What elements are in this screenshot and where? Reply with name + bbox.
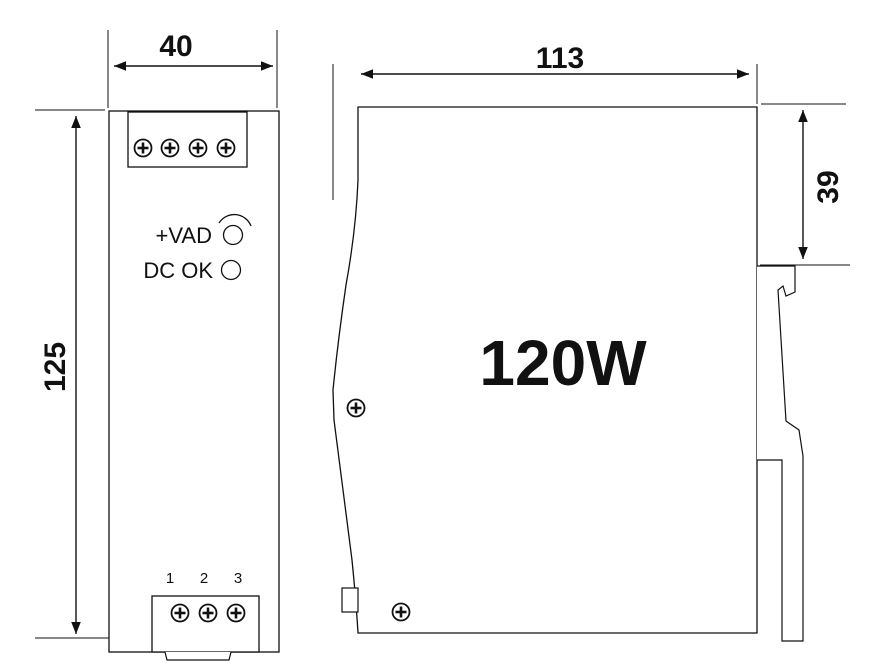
terminal-screw-icon	[216, 138, 236, 158]
rail-offset-dimension-label: 39	[812, 170, 845, 203]
terminal-screw-icon	[170, 603, 190, 623]
terminal-number: 2	[200, 570, 208, 587]
front-housing	[108, 110, 280, 653]
terminal-screw-icon	[226, 603, 246, 623]
terminal-number: 3	[234, 570, 242, 587]
terminal-number: 1	[166, 570, 174, 587]
width-dimension-label: 40	[159, 30, 192, 63]
side-screw-icon	[346, 398, 366, 418]
front-view: 40 125 +VAD DC OK 1 2 3	[35, 30, 280, 661]
terminal-screw-icon	[133, 138, 153, 158]
dc-ok-label: DC OK	[143, 258, 213, 283]
voltage-adjust-pot-icon	[222, 224, 244, 246]
adjust-arc-icon	[218, 213, 252, 227]
power-rating-label: 120W	[479, 327, 647, 399]
side-view: 113 120W 39	[332, 42, 850, 642]
side-tab	[341, 587, 359, 613]
terminal-screw-icon	[198, 603, 218, 623]
terminal-screw-icon	[188, 138, 208, 158]
side-screw-icon	[391, 602, 411, 622]
bottom-tab	[164, 651, 232, 661]
din-rail-clip	[757, 265, 804, 642]
voltage-adjust-label: +VAD	[156, 223, 212, 248]
dc-ok-led-icon	[220, 259, 242, 281]
height-dimension-label: 125	[39, 342, 72, 392]
terminal-screw-icon	[160, 138, 180, 158]
depth-dimension-label: 113	[536, 42, 584, 75]
